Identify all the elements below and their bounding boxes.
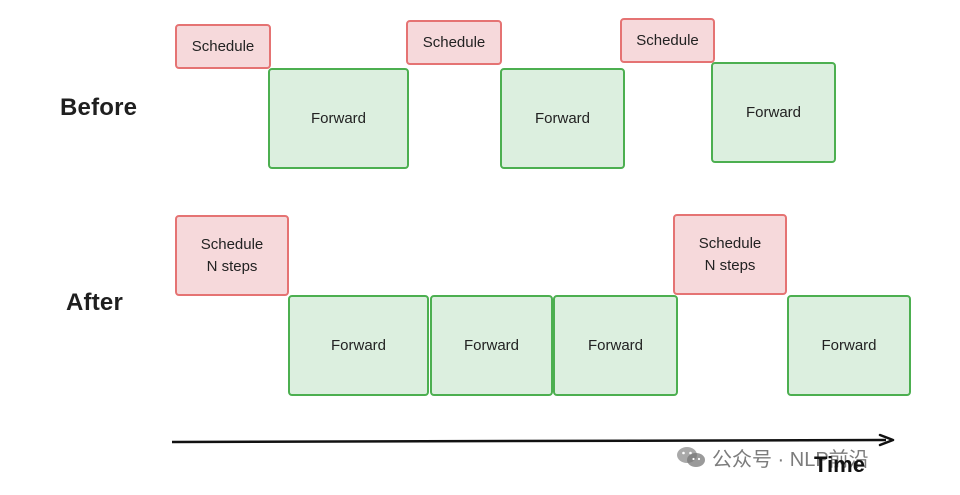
after-forward-block-1: Forward (288, 295, 429, 396)
row-label-after: After (66, 289, 124, 316)
before-schedule-block-2: Schedule (406, 20, 502, 65)
wechat-icon (676, 445, 706, 469)
after-forward-block-4: Forward (787, 295, 911, 396)
watermark: 公众号 · NLP前沿 (676, 444, 869, 471)
row-label-before: Before (60, 94, 138, 121)
after-forward-block-3: Forward (553, 295, 678, 396)
before-forward-block-1: Forward (268, 68, 409, 169)
before-forward-block-3: Forward (711, 62, 836, 163)
before-forward-block-2: Forward (500, 68, 625, 169)
before-schedule-block-3: Schedule (620, 18, 715, 63)
time-axis-line (171, 438, 887, 444)
watermark-text: 公众号 · NLP前沿 (712, 448, 869, 471)
after-schedule-n-steps-block-1: Schedule N steps (175, 215, 289, 296)
time-axis-arrowhead (878, 433, 895, 447)
after-schedule-n-steps-block-2: Schedule N steps (673, 214, 787, 295)
after-forward-block-2: Forward (430, 295, 553, 396)
time-axis-label: Time (814, 452, 865, 477)
before-schedule-block-1: Schedule (175, 24, 271, 69)
